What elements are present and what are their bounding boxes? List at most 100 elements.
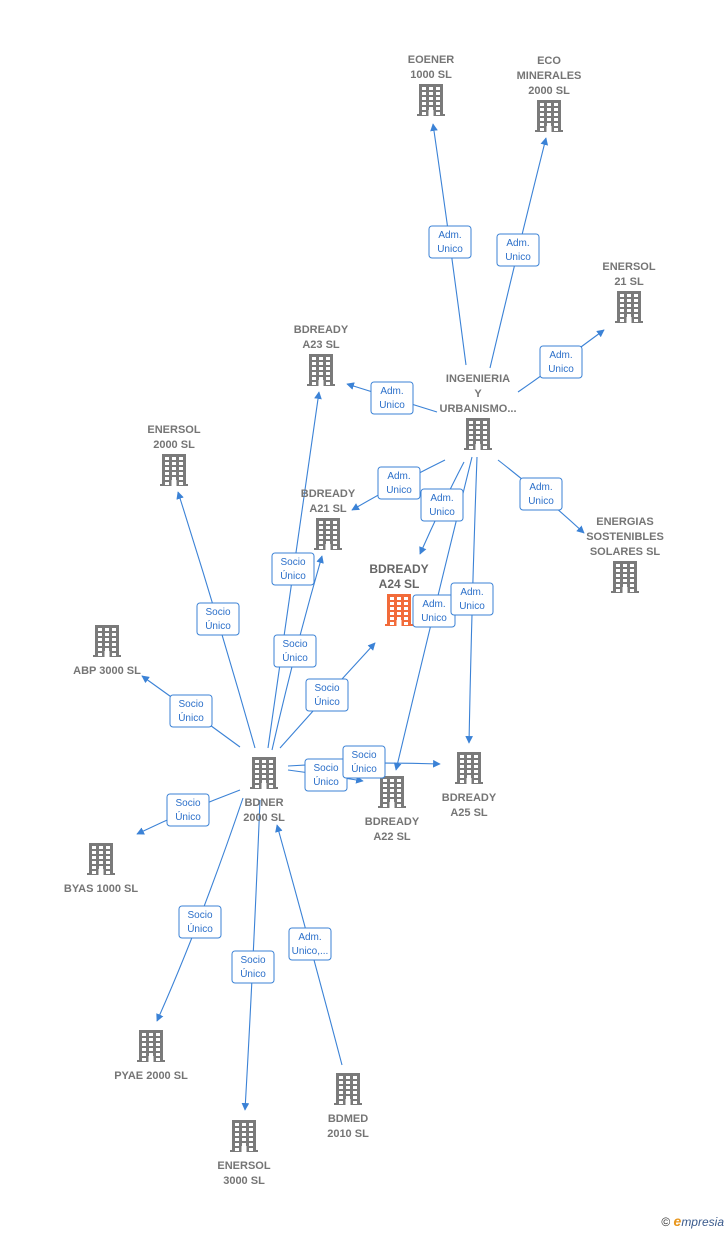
edge-label-ingenieria-to-enersol21[interactable]: Adm.Unico: [539, 345, 583, 379]
edge-label-ingenieria-to-eco[interactable]: Adm.Unico: [496, 233, 540, 267]
edge-label-bdmed-to-bdner[interactable]: Adm.Unico,...: [288, 927, 332, 961]
building-window: [165, 482, 169, 485]
node-byas[interactable]: BYAS 1000 SL: [64, 843, 138, 895]
building-window: [383, 779, 387, 782]
node-pyae[interactable]: PYAE 2000 SL: [114, 1030, 188, 1082]
building-window: [616, 574, 620, 577]
building-window: [346, 1086, 350, 1089]
brand-logo-initial: e: [673, 1213, 682, 1229]
building-window: [255, 785, 259, 788]
building-window: [249, 1138, 253, 1141]
building-window: [630, 584, 634, 587]
edge-label-box: [539, 345, 583, 379]
edge-label-text: Unico: [505, 252, 531, 263]
building-window: [346, 1091, 350, 1094]
building-window: [269, 775, 273, 778]
building-window: [112, 628, 116, 631]
building-window: [142, 1043, 146, 1046]
building-window: [469, 446, 473, 449]
building-window: [249, 1143, 253, 1146]
building-window: [142, 1048, 146, 1051]
building-window: [397, 602, 401, 605]
edge-label-ingenieria-to-bdready_a24[interactable]: Adm.Unico: [420, 488, 464, 522]
building-window: [620, 294, 624, 297]
node-label: SOLARES SL: [590, 546, 661, 558]
building-window: [98, 638, 102, 641]
building-window: [620, 299, 624, 302]
building-window: [422, 87, 426, 90]
building-window: [634, 299, 638, 302]
building-window: [235, 1128, 239, 1131]
building-window: [383, 804, 387, 807]
edge-labels-layer: Adm.UnicoAdm.UnicoAdm.UnicoAdm.UnicoAdm.…: [166, 225, 583, 984]
building-window: [326, 536, 330, 539]
building-window: [106, 846, 110, 849]
node-label: 2000 SL: [153, 439, 195, 451]
edge-label-text: Adm.: [438, 230, 461, 241]
edge-label-ingenieria-to-eoener[interactable]: Adm.Unico: [428, 225, 472, 259]
node-label: A22 SL: [373, 831, 411, 843]
building-icon: [87, 843, 115, 875]
node-label: ABP 3000 SL: [73, 665, 141, 677]
building-window: [156, 1038, 160, 1041]
building-window: [92, 871, 96, 874]
building-window: [333, 546, 337, 549]
building-window: [269, 785, 273, 788]
building-window: [179, 467, 183, 470]
building-window: [312, 367, 316, 370]
building-door: [148, 1056, 154, 1062]
building-window: [476, 441, 480, 444]
building-window: [319, 531, 323, 534]
building-window: [242, 1138, 246, 1141]
building-window: [634, 319, 638, 322]
building-window: [397, 612, 401, 615]
building-window: [547, 108, 551, 111]
edge-label-box: [288, 927, 332, 961]
edge-label-text: Socio: [351, 750, 376, 761]
building-window: [172, 467, 176, 470]
building-window: [483, 426, 487, 429]
node-ingenieria[interactable]: INGENIERIAYURBANISMO...: [440, 373, 517, 450]
building-window: [172, 477, 176, 480]
edge-label-ingenieria-to-bdready_a25[interactable]: Adm.Unico: [450, 582, 494, 616]
building-window: [623, 584, 627, 587]
edge-label-text: Adm.: [430, 493, 453, 504]
building-window: [242, 1123, 246, 1126]
building-window: [630, 569, 634, 572]
edge-label-ingenieria-to-bdready_a21[interactable]: Adm.Unico: [377, 466, 421, 500]
building-window: [353, 1086, 357, 1089]
watermark: © empresia: [661, 1213, 724, 1229]
building-window: [390, 617, 394, 620]
building-window: [476, 431, 480, 434]
edge-label-ingenieria-to-energias[interactable]: Adm.Unico: [519, 477, 563, 511]
node-label: PYAE 2000 SL: [114, 1070, 188, 1082]
node-abp[interactable]: ABP 3000 SL: [73, 625, 141, 677]
node-label: SOSTENIBLES: [586, 531, 664, 543]
edge-label-ingenieria-to-bdready_a22[interactable]: Adm.Unico: [412, 594, 456, 628]
edge-label-ingenieria-to-bdready_a23[interactable]: Adm.Unico: [370, 381, 414, 415]
building-window: [326, 367, 330, 370]
